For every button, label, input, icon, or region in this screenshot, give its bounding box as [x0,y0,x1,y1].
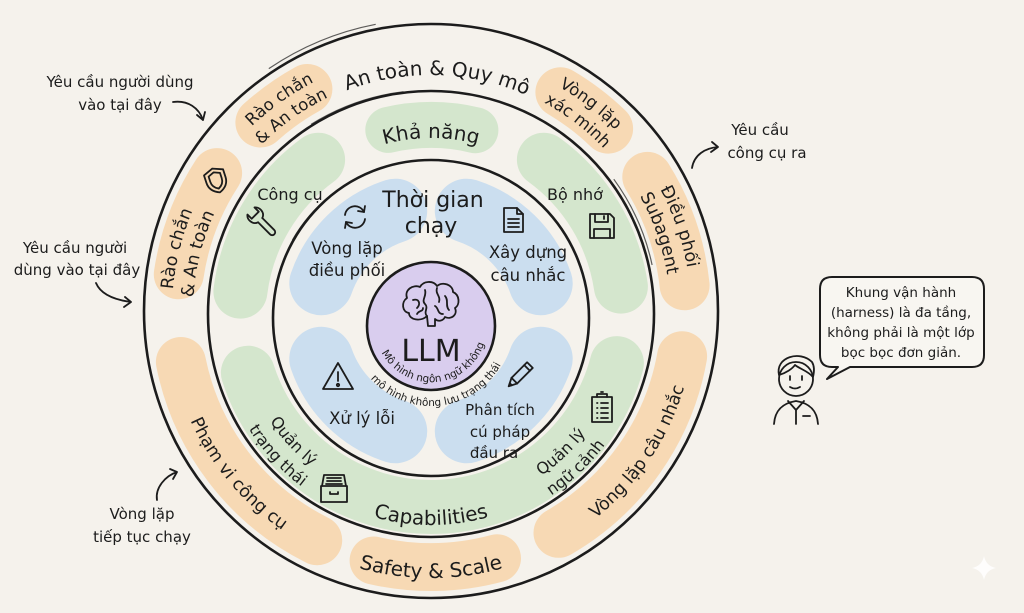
clipboard-icon [591,391,613,423]
sketch-stroke [268,23,376,70]
annotation-line-1: Vòng lặp [110,505,175,523]
annotation-tool-request-out: Yêu cầu công cụ ra [691,121,807,169]
speech-bubble-line-4: bọc bọc đơn giản. [841,345,961,361]
archive-box-icon [320,474,348,503]
warning-icon [322,362,354,390]
speech-bubble-line-2: (harness) là đa tầng, [831,305,971,321]
safety-pill-safety-scale [349,534,521,591]
sketch-stroke [505,179,565,232]
safety-pill-prompt-loop [533,331,708,558]
runtime-title-line-1: Thời gian [381,188,483,213]
output-parsing-line-1: Phân tích [465,401,535,419]
output-parsing-line-2: cú pháp [470,423,530,441]
shield-icon [203,167,228,194]
safety-pill-subagent [622,151,710,311]
arrow-icon [172,100,206,121]
safety-layer [153,64,710,591]
sketch-stroke [613,178,653,266]
sketch-stroke [310,91,404,125]
tools-label: Công cụ [257,185,322,204]
speech-bubble-line-1: Khung vận hành [846,285,956,301]
safety-pill-tool-scope [155,337,343,566]
safety-pill-verification [535,67,634,154]
speech-bubble-shape [819,276,985,380]
prompt-building-line-1: Xây dựng [489,243,567,262]
error-handling-label: Xử lý lỗi [329,409,395,428]
sketch-stroke [291,193,333,241]
middle-ring-boundary [206,89,656,539]
annotation-line-2: dùng vào tại đây [14,261,141,279]
prompt-building-line-2: câu nhắc [491,266,566,285]
safety-pill-guardrails-left [153,148,243,300]
runtime-petal-prompt-building [434,178,573,316]
output-parsing-line-3: đầu ra [470,444,518,462]
speech-bubble: Khung vận hành (harness) là đa tầng, khô… [819,276,985,380]
runtime-title-line-2: chạy [405,214,458,239]
arrow-icon [155,468,178,501]
speech-bubble-line-3: không phải là một lớp [827,325,974,341]
runtime-petal-orchestration [289,178,428,316]
runtime-labels: Thời gian chạy Vòng lặp điều phối Xây dự… [309,188,567,462]
annotation-line-1: Yêu cầu [730,121,789,139]
safety-pill-guardrails-top [235,64,333,148]
sparkle-icon [972,556,996,580]
floppy-disk-icon [589,213,615,239]
annotation-line-2: vào tại đây [78,96,162,114]
capabilities-pill-bottom [220,336,644,534]
runtime-petal-error-handling [289,326,428,464]
annotation-loop-continues: Vòng lặp tiếp tục chạy [93,468,191,546]
inner-ring-boundary [271,158,591,478]
runtime-layer [289,178,573,464]
annotation-line-2: tiếp tục chạy [93,528,191,546]
annotation-line-1: Yêu cầu người dùng [45,73,193,91]
annotation-user-request-left: Yêu cầu người dùng vào tại đây [14,239,141,308]
document-icon [503,207,524,233]
person-icon [773,355,819,425]
annotation-line-1: Yêu cầu người [22,239,127,257]
capabilities-pill-tools [213,132,346,319]
sync-icon [344,205,366,229]
pencil-icon [507,361,534,388]
llm-label: LLM [401,334,460,369]
orchestration-loop-line-2: điều phối [309,261,386,280]
memory-label: Bộ nhớ [547,185,603,204]
outer-ring-boundary [142,22,720,600]
arrow-icon [95,282,132,308]
wrench-icon [246,206,277,237]
arrow-icon [691,141,719,169]
brain-icon [402,281,460,327]
annotation-line-2: công cụ ra [727,144,806,162]
orchestration-loop-line-1: Vòng lặp [311,239,382,258]
runtime-petal-output-parsing [434,326,573,464]
capabilities-pill-title [365,101,499,154]
annotation-user-request-top: Yêu cầu người dùng vào tại đây [45,73,206,121]
